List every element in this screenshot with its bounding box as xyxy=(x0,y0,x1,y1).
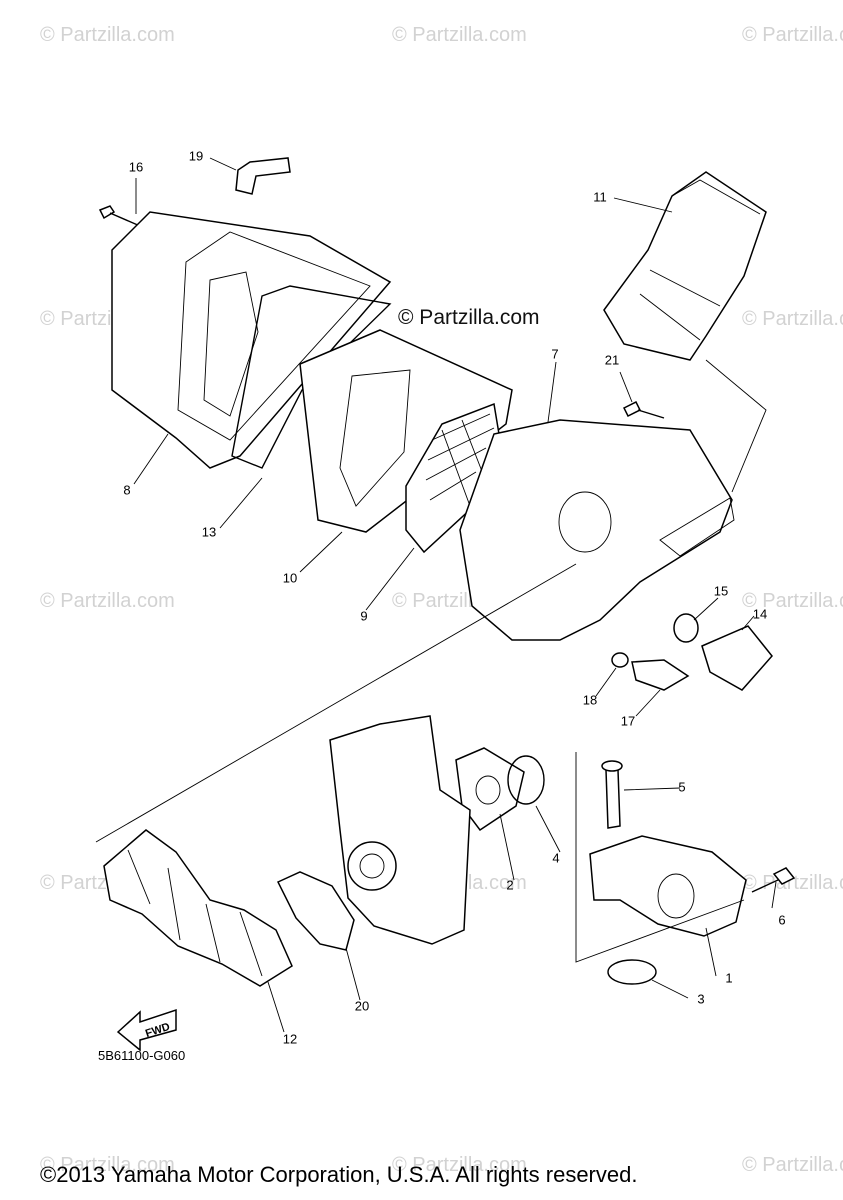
callout-21: 21 xyxy=(604,352,620,368)
callout-14: 14 xyxy=(752,606,768,622)
watermark: © Partzilla.com xyxy=(742,872,843,894)
part-7-air-case xyxy=(459,419,733,641)
callout-2: 2 xyxy=(506,877,514,893)
part-14-tube xyxy=(701,625,773,691)
watermark: © Partzilla.com xyxy=(742,590,843,612)
part-6-bolt xyxy=(772,867,796,885)
callout-9: 9 xyxy=(360,608,368,624)
callout-8: 8 xyxy=(123,482,131,498)
callout-12: 12 xyxy=(282,1031,298,1047)
watermark: © Partzilla.com xyxy=(392,24,527,46)
watermark: © Partzilla.com xyxy=(742,308,843,330)
callout-7: 7 xyxy=(551,346,559,362)
part-4-o-ring xyxy=(507,755,545,805)
brand-label: © Partzilla.com xyxy=(398,306,540,329)
carburetor xyxy=(329,715,471,945)
callout-19: 19 xyxy=(188,148,204,164)
callout-10: 10 xyxy=(282,570,298,586)
part-21-bolt xyxy=(622,400,642,418)
part-18-clip xyxy=(611,652,629,668)
callout-16: 16 xyxy=(128,159,144,175)
callout-13: 13 xyxy=(201,524,217,540)
callout-18: 18 xyxy=(582,692,598,708)
watermark: © Partzilla.com xyxy=(742,1154,843,1176)
part-11-joint xyxy=(603,171,767,361)
copyright-notice: ©2013 Yamaha Motor Corporation, U.S.A. A… xyxy=(40,1162,638,1187)
part-16-bolt xyxy=(98,205,116,220)
watermark: © Partzilla.com xyxy=(40,24,175,46)
part-3-o-ring xyxy=(607,959,657,985)
part-1-manifold xyxy=(589,835,747,937)
fwd-arrow-icon xyxy=(116,1008,177,1052)
watermark: © Partzilla.com xyxy=(392,1154,527,1176)
callout-4: 4 xyxy=(552,850,560,866)
callout-3: 3 xyxy=(697,991,705,1007)
watermark: © Partzilla.com xyxy=(40,590,175,612)
callout-1: 1 xyxy=(725,970,733,986)
part-15-clamp xyxy=(673,613,699,643)
callout-20: 20 xyxy=(354,998,370,1014)
callout-15: 15 xyxy=(713,583,729,599)
watermark: © Partzilla.com xyxy=(40,1154,175,1176)
part-17-plug xyxy=(631,659,690,691)
part-19-elbow-hose xyxy=(235,157,291,195)
part-5-bolt xyxy=(605,769,621,829)
callout-11: 11 xyxy=(593,189,607,205)
part-10-element-holder xyxy=(299,329,513,533)
part-12-intake-hose xyxy=(103,829,293,987)
part-20-clamp xyxy=(276,871,355,951)
callout-6: 6 xyxy=(778,912,786,928)
part-8-case-cap xyxy=(111,211,392,469)
part-13-seal xyxy=(231,285,392,469)
diagram-code: 5B61100-G060 xyxy=(98,1048,186,1063)
callout-17: 17 xyxy=(620,713,636,729)
watermark: © Partzilla.com xyxy=(742,24,843,46)
callout-5: 5 xyxy=(678,779,686,795)
